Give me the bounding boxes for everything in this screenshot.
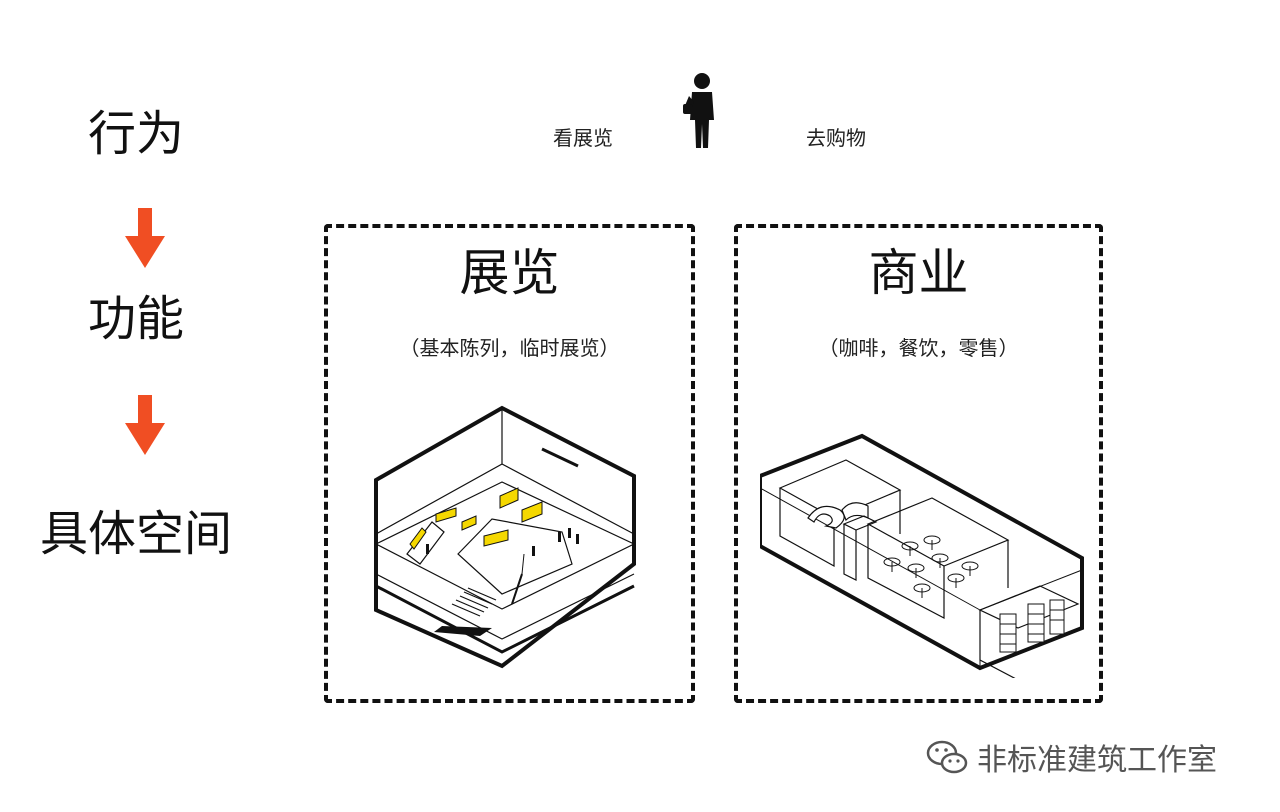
- watermark: 非标准建筑工作室: [925, 735, 1217, 779]
- label-space: 具体空间: [40, 506, 233, 562]
- wechat-icon: [926, 740, 968, 774]
- exhibition-panel: 展览 （基本陈列，临时展览）: [324, 224, 695, 703]
- panel-subtitle-commerce: （咖啡，餐饮，零售）: [818, 336, 1019, 360]
- label-function: 功能: [88, 291, 185, 347]
- exhibition-axonometric-drawing: [374, 405, 636, 669]
- panel-title-commerce: 商业: [868, 244, 969, 302]
- person-icon: [683, 73, 714, 148]
- action-go-shopping: 去购物: [806, 126, 866, 150]
- action-see-exhibition: 看展览: [553, 126, 613, 150]
- panel-subtitle-exhibition: （基本陈列，临时展览）: [399, 336, 620, 360]
- down-arrow-icon: [125, 395, 165, 455]
- commerce-axonometric-drawing: [760, 433, 1084, 678]
- down-arrow-icon: [125, 208, 165, 268]
- watermark-text: 非标准建筑工作室: [977, 743, 1217, 778]
- panel-title-exhibition: 展览: [459, 244, 560, 302]
- label-behavior: 行为: [88, 106, 185, 162]
- commerce-panel: 商业 （咖啡，餐饮，零售）: [734, 224, 1103, 703]
